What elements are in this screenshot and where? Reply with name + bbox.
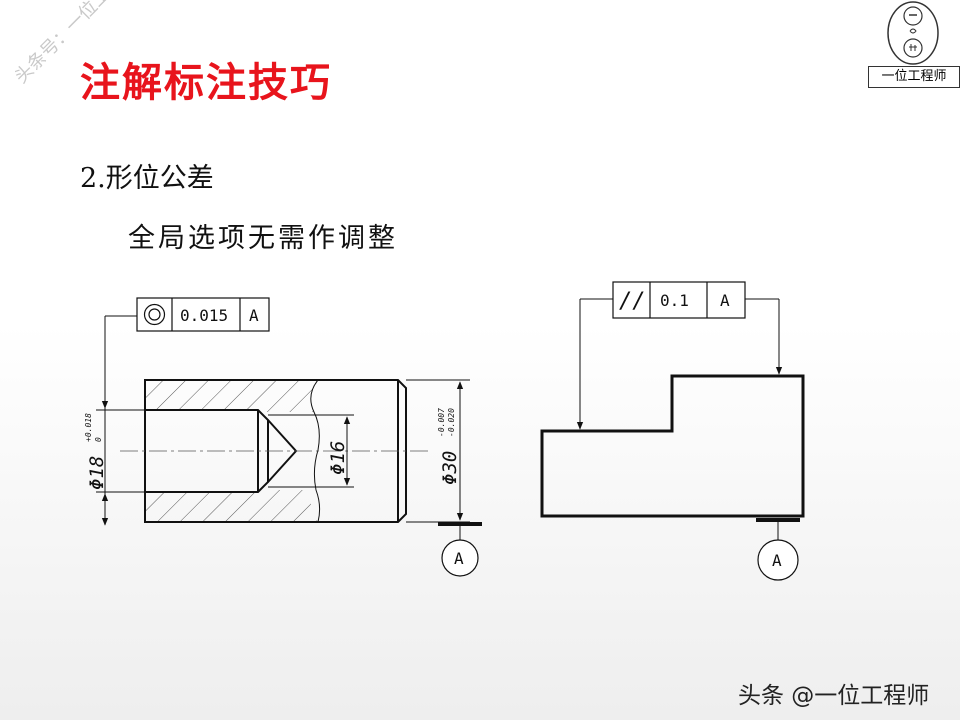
datum-symbol-right: A [756,518,800,581]
datum-symbol-left: A [438,522,482,577]
outer-dimension [406,379,470,523]
logo-emblem-icon [887,1,939,65]
fcf-right-value: 0.1 [660,291,689,310]
outer-dim-tol-lower: -0.020 [447,408,456,437]
bore-dim-tol-lower: 0 [94,437,103,442]
feature-control-frame-left: 0.015 A [136,297,270,332]
section-heading: 2.形位公差 [80,163,214,194]
fcf-left-datum: A [249,306,259,325]
bore-dim-label: Φ18 [86,456,108,490]
slide-title: 注解标注技巧 [80,60,332,106]
outer-dim-tol-upper: -0.007 [437,408,446,437]
section-hatch [145,380,318,522]
stepped-block-outline [540,374,805,518]
footer-credit: 头条 @一位工程师 [738,683,930,709]
inner-dimension [268,414,354,488]
bore-dim-tol-upper: +0.018 [84,413,93,442]
fcf-right-datum: A [720,291,730,310]
outer-dim-label: Φ30 [439,451,461,485]
inner-dim-label: Φ16 [327,441,349,475]
datum-right-label: A [772,551,782,570]
feature-control-frame-right: // 0.1 A [612,281,746,319]
parallelism-icon: // [619,289,646,314]
concentricity-icon [143,303,166,326]
datum-left-label: A [454,549,464,568]
fcf-left-value: 0.015 [180,306,228,325]
leader-lines-right [576,298,783,430]
bore-dimension [96,315,145,526]
slide-subtitle: 全局选项无需作调整 [128,223,398,254]
